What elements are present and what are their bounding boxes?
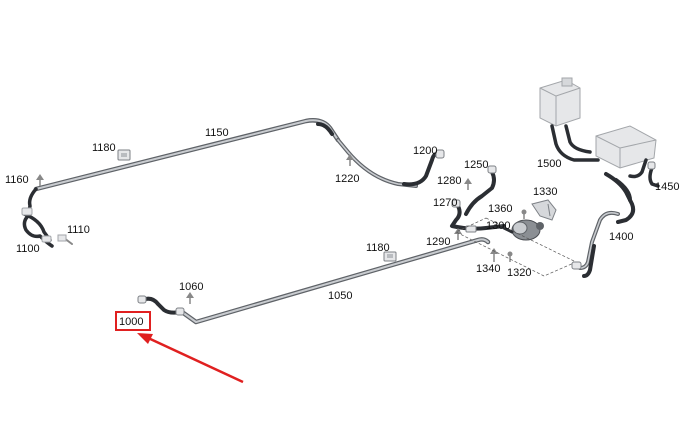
part-label-1290[interactable]: 1290: [426, 236, 450, 248]
tube-1150: [33, 118, 341, 192]
part-label-1360[interactable]: 1360: [488, 203, 512, 215]
highlight-arrow: [145, 335, 244, 384]
bolt-1220: [346, 154, 354, 166]
hose-1450: [647, 161, 660, 188]
bolt-1360: [521, 209, 527, 219]
part-label-1340[interactable]: 1340: [476, 263, 500, 275]
part-label-1450[interactable]: 1450: [655, 181, 679, 193]
bolt-1280: [464, 178, 472, 190]
part-label-1270[interactable]: 1270: [433, 197, 457, 209]
part-label-1060[interactable]: 1060: [179, 281, 203, 293]
part-label-1180-upper[interactable]: 1180: [92, 142, 116, 154]
highlight-marker: [115, 311, 244, 384]
part-label-1180-lower[interactable]: 1180: [366, 242, 390, 254]
clip-1180-lower: [383, 251, 397, 262]
part-label-1150[interactable]: 1150: [205, 127, 229, 139]
hose-1270: [450, 199, 506, 233]
hose-1200: [336, 138, 445, 188]
bolt-1290: [454, 228, 462, 240]
hose-assembly-1400: [571, 172, 636, 278]
clip-1320: [507, 251, 513, 262]
clip-1180-upper: [117, 149, 131, 161]
part-label-1160[interactable]: 1160: [5, 174, 29, 186]
part-label-1200[interactable]: 1200: [413, 145, 437, 157]
part-label-1100[interactable]: 1100: [16, 243, 40, 255]
tube-1050: [179, 237, 491, 325]
part-label-1280[interactable]: 1280: [437, 175, 461, 187]
hose-assembly-1100: [21, 187, 54, 248]
part-label-1000[interactable]: 1000: [119, 316, 143, 328]
part-label-1300[interactable]: 1300: [486, 220, 510, 232]
bolt-1160: [36, 174, 44, 186]
part-label-1050[interactable]: 1050: [328, 290, 352, 302]
bracket-1330: [531, 199, 557, 221]
part-label-1110[interactable]: 1110: [67, 224, 90, 236]
part-label-1250[interactable]: 1250: [464, 159, 488, 171]
part-label-1220[interactable]: 1220: [335, 173, 359, 185]
part-label-1500[interactable]: 1500: [537, 158, 561, 170]
hose-1000: [137, 295, 185, 316]
highlight-arrow-head: [137, 333, 153, 344]
dashed-reference-lines: [455, 217, 577, 277]
component-1500-upper-unit: [539, 77, 581, 127]
part-label-1320[interactable]: 1320: [507, 267, 531, 279]
part-labels: 1000 1050 1060 1100 1110 1150 1160 1180 …: [5, 127, 679, 328]
hose-1250: [464, 165, 497, 216]
highlight-box: [115, 311, 151, 331]
component-1500-lower-unit: [595, 125, 657, 169]
clip-1110: [57, 234, 73, 245]
bolt-1340: [490, 248, 498, 262]
hose-1500: [550, 124, 648, 179]
pump-1300: [502, 219, 544, 241]
part-label-1400[interactable]: 1400: [609, 231, 633, 243]
bolt-1060: [186, 292, 194, 304]
part-label-1330[interactable]: 1330: [533, 186, 557, 198]
